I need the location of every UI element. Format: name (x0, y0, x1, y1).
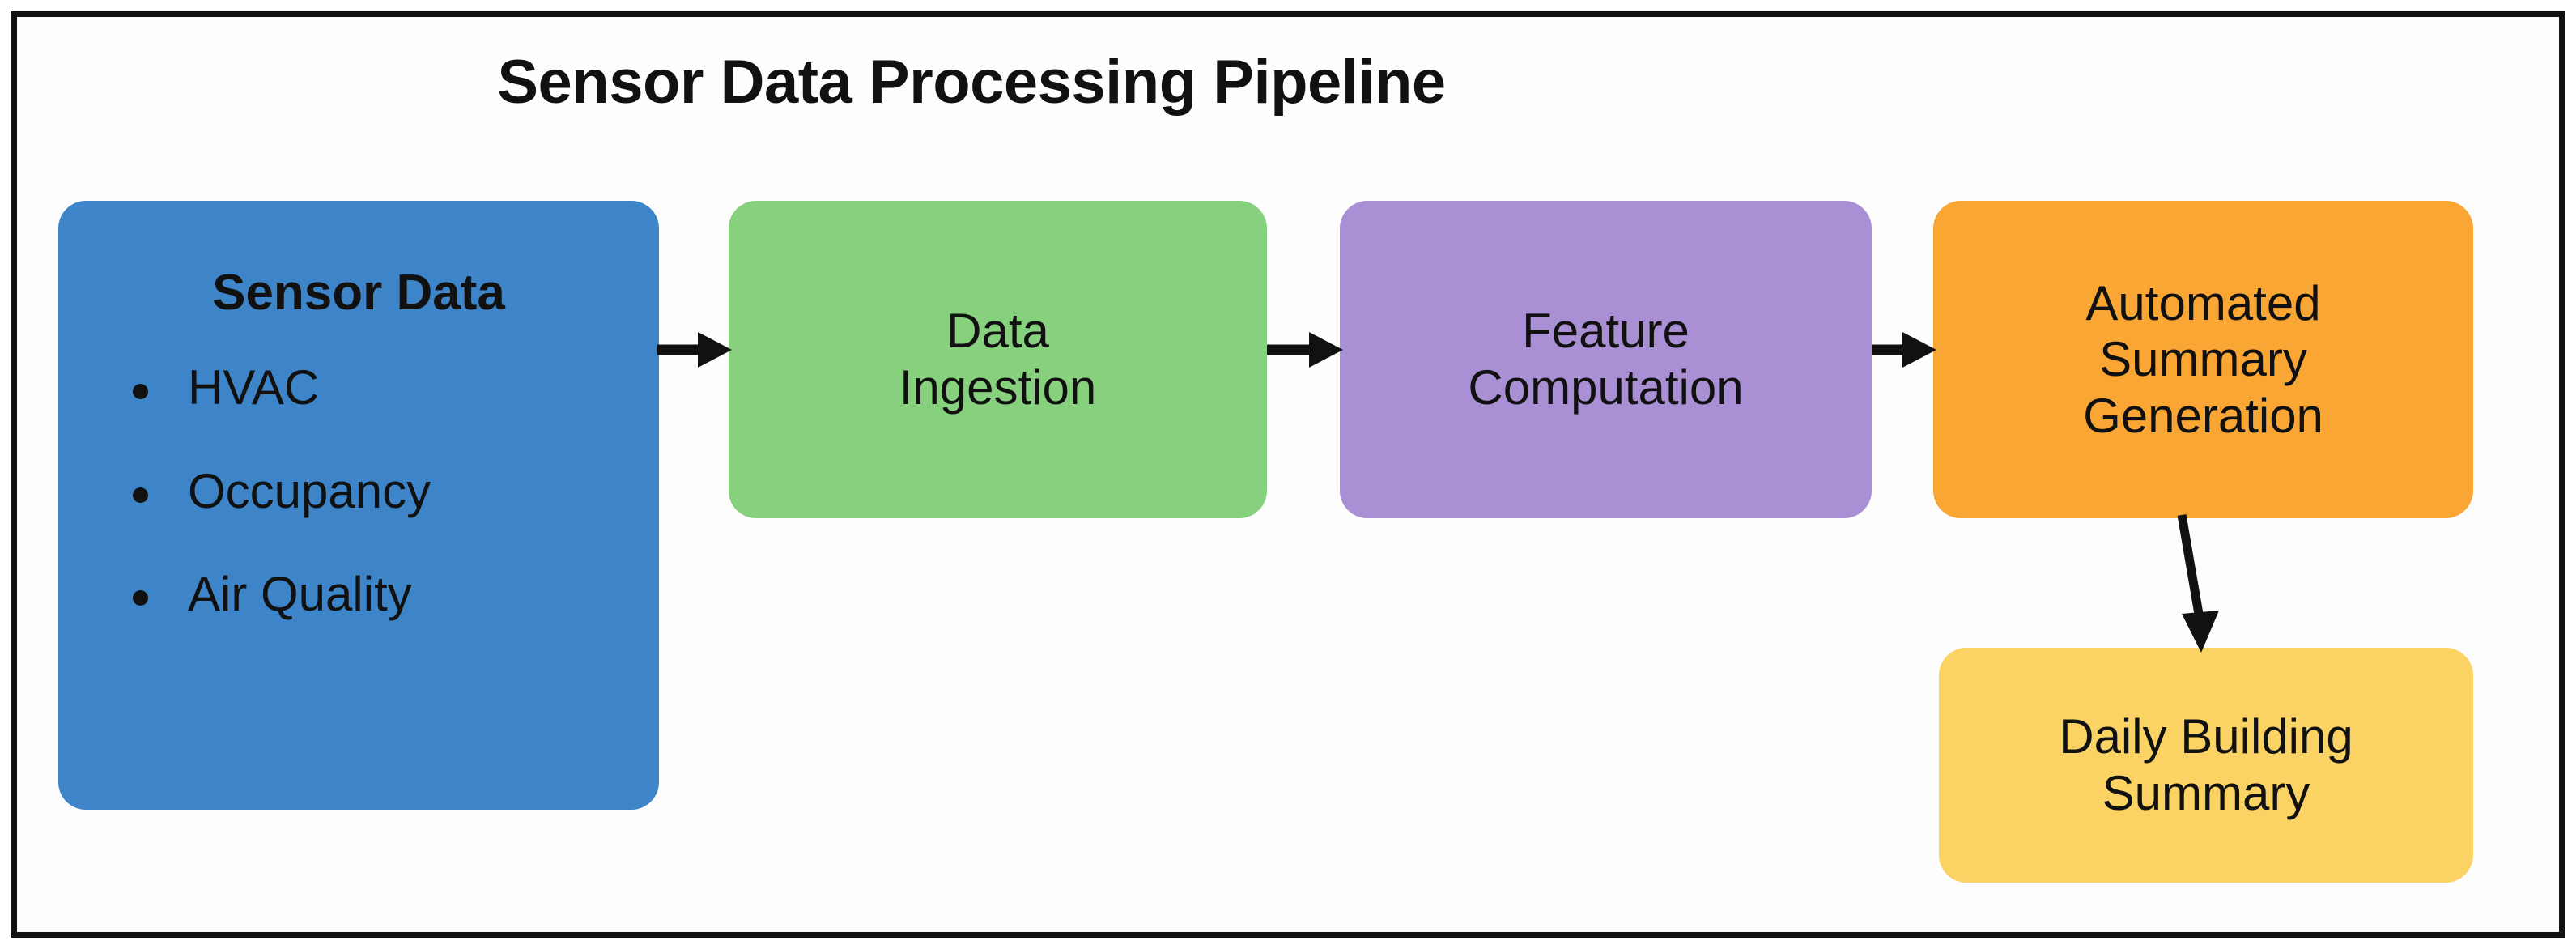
page-title: Sensor Data Processing Pipeline (497, 48, 1446, 117)
node-feature-computation-line1: Feature (1522, 304, 1690, 359)
node-daily-summary-line1: Daily Building (2059, 709, 2353, 764)
node-sensor-data[interactable]: Sensor Data HVAC Occupancy Air Quality (58, 201, 659, 810)
node-automated-summary-line3: Generation (2083, 388, 2323, 443)
list-item: HVAC (110, 360, 659, 416)
node-data-ingestion-line2: Ingestion (899, 360, 1097, 415)
list-item: Air Quality (110, 566, 659, 623)
node-automated-summary-generation[interactable]: Automated Summary Generation (1933, 201, 2473, 518)
arrow-right-icon-ingestion-to-feature (1267, 317, 1343, 382)
list-item: Occupancy (110, 463, 659, 520)
node-data-ingestion-line1: Data (946, 304, 1049, 359)
arrow-right-icon-sensor-to-ingestion (657, 317, 732, 382)
node-automated-summary-line2: Summary (2099, 332, 2307, 387)
node-feature-computation[interactable]: Feature Computation (1340, 201, 1872, 518)
node-sensor-data-title: Sensor Data (212, 265, 505, 321)
node-daily-summary-line2: Summary (2102, 766, 2310, 820)
node-automated-summary-line1: Automated (2085, 275, 2321, 330)
node-data-ingestion[interactable]: Data Ingestion (729, 201, 1267, 518)
sensor-data-bullet-list: HVAC Occupancy Air Quality (58, 360, 659, 670)
arrow-down-icon-summary-to-daily (2149, 514, 2247, 653)
node-daily-building-summary[interactable]: Daily Building Summary (1939, 648, 2473, 883)
arrow-right-icon-feature-to-summary (1872, 317, 1936, 382)
node-feature-computation-line2: Computation (1468, 360, 1744, 415)
